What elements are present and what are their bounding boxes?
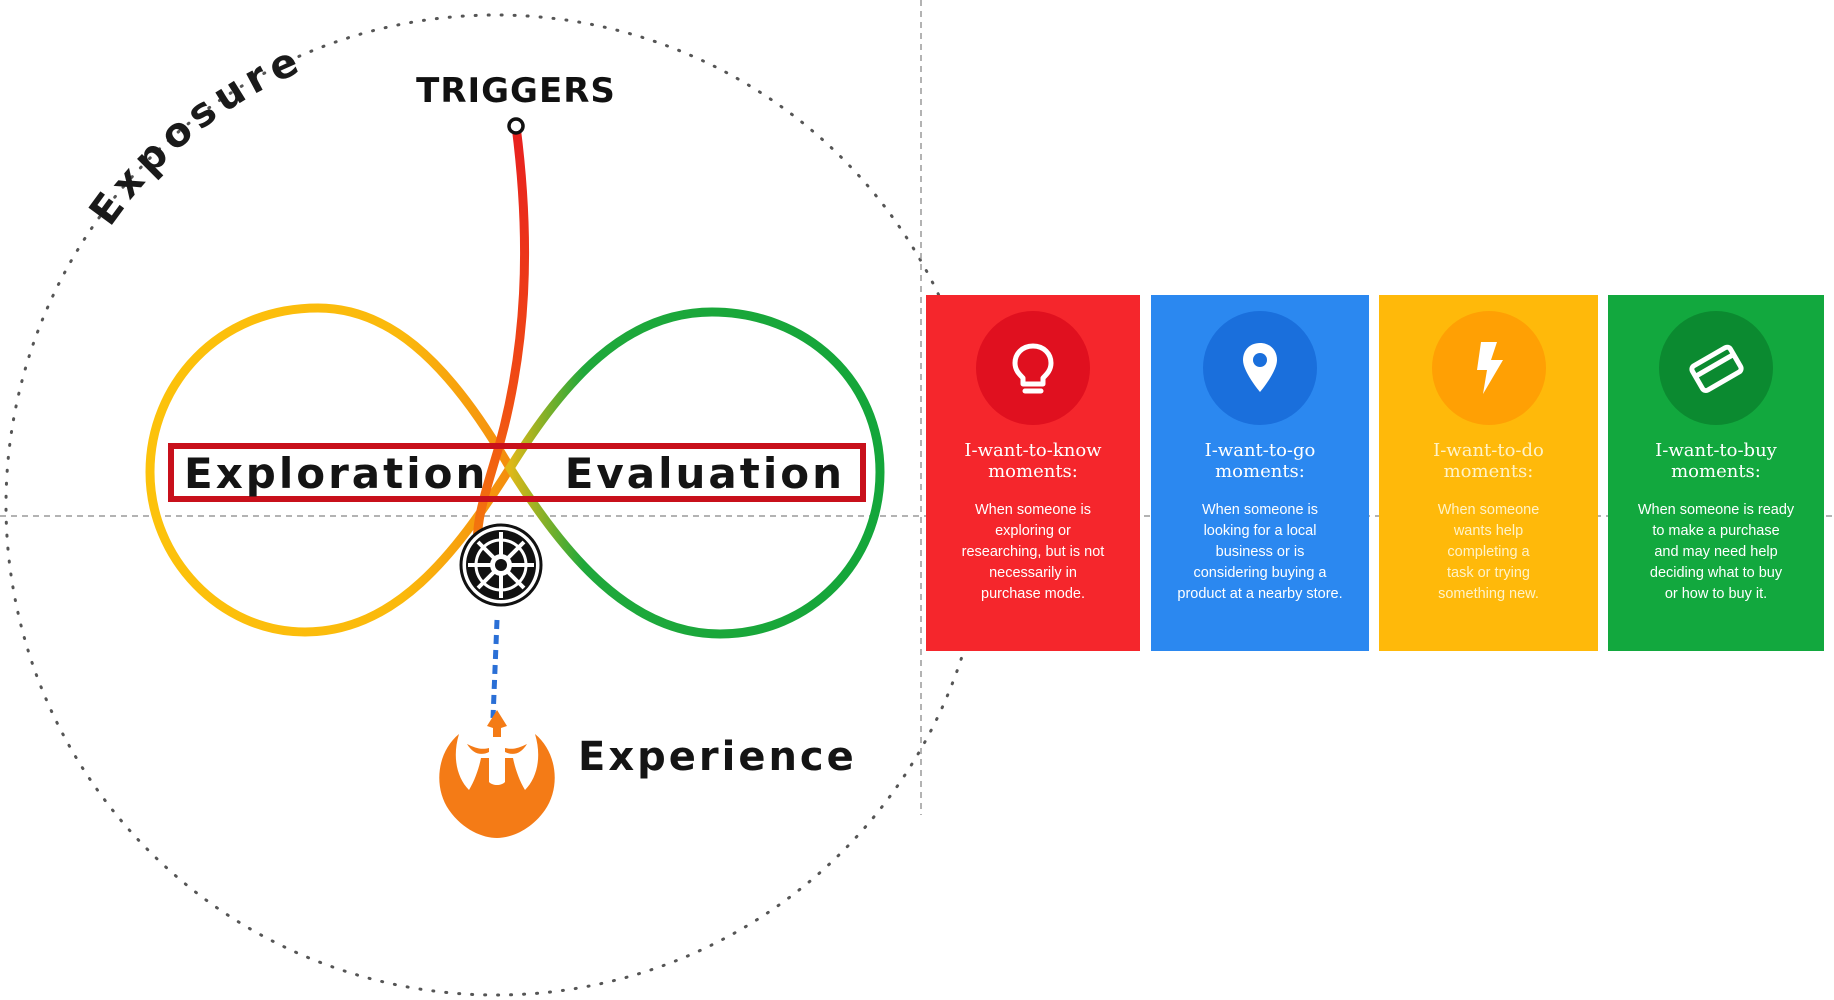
card-i-want-to-do: I-want-to-do moments: When someone wants… [1379, 295, 1598, 651]
card-title: I-want-to-buy moments: [1655, 440, 1777, 482]
card-i-want-to-go: I-want-to-go moments: When someone is lo… [1151, 295, 1369, 651]
card-description: When someone is looking for a local busi… [1177, 502, 1343, 602]
exploration-evaluation-box [168, 443, 866, 502]
credit-card-icon [1659, 311, 1773, 425]
card-title: I-want-to-go moments: [1204, 440, 1316, 482]
evaluation-label: Evaluation [565, 449, 845, 498]
exposure-label: Exposure [81, 36, 311, 234]
card-description: When someone wants help completing a tas… [1437, 502, 1540, 602]
triggers-point [507, 117, 525, 135]
triggers-line [472, 121, 530, 565]
lightbulb-icon [976, 311, 1090, 425]
card-i-want-to-buy: I-want-to-buy moments: When someone is r… [1608, 295, 1824, 651]
card-title: I-want-to-know moments: [964, 440, 1102, 482]
experience-connector-line [490, 619, 500, 719]
experience-label: Experience [578, 734, 857, 780]
lightning-icon [1431, 311, 1546, 425]
card-i-want-to-know: I-want-to-know moments: When someone is … [926, 295, 1140, 651]
exploration-loop [145, 303, 516, 637]
card-description: When someone is ready to make a purchase… [1637, 502, 1795, 602]
rebel-emblem-icon [439, 710, 555, 838]
evaluation-loop [504, 307, 885, 639]
card-description: When someone is exploring or researching… [961, 502, 1105, 602]
imperial-emblem-icon [459, 523, 543, 607]
exploration-label: Exploration [184, 449, 488, 498]
map-pin-icon [1203, 311, 1317, 425]
card-title: I-want-to-do moments: [1433, 440, 1544, 482]
triggers-label: TRIGGERS [416, 71, 616, 111]
